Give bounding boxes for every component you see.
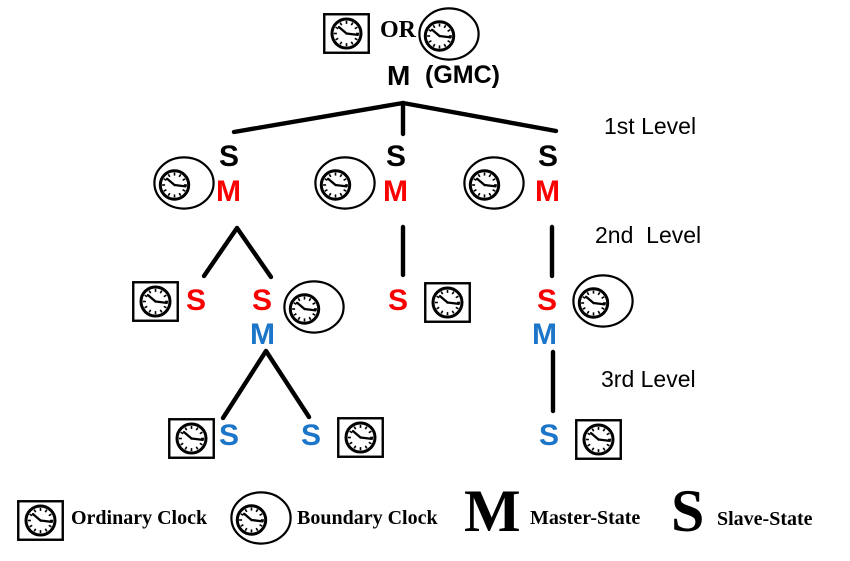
ordinary-clock-icon bbox=[575, 419, 622, 460]
slave-state-letter: S bbox=[388, 284, 409, 317]
master-state-letter: M bbox=[383, 175, 408, 208]
ordinary-clock-icon bbox=[337, 417, 384, 458]
slave-state-letter: S bbox=[219, 140, 240, 173]
boundary-clock-icon bbox=[283, 280, 345, 334]
gmc-master-state-letter: M bbox=[387, 60, 411, 91]
legend-boundary-clock-label: Boundary Clock bbox=[297, 507, 438, 529]
legend-slave-symbol: S bbox=[671, 478, 705, 544]
boundary-clock-icon bbox=[418, 7, 480, 61]
slave-state-letter: S bbox=[538, 140, 559, 173]
master-state-letter: M bbox=[250, 318, 275, 351]
boundary-clock-icon bbox=[153, 156, 215, 210]
ordinary-clock-icon bbox=[424, 282, 471, 323]
slave-state-letter: S bbox=[386, 140, 407, 173]
master-state-letter: M bbox=[532, 318, 557, 351]
level-1-label: 1st Level bbox=[604, 113, 697, 139]
ordinary-clock-icon bbox=[323, 13, 370, 54]
slave-state-letter: S bbox=[537, 284, 558, 317]
slave-state-letter: S bbox=[301, 419, 322, 452]
slave-state-letter: S bbox=[219, 419, 240, 452]
level-2-label: 2nd Level bbox=[595, 222, 702, 248]
boundary-clock-icon bbox=[463, 156, 525, 210]
legend-ordinary-clock-label: Ordinary Clock bbox=[71, 507, 208, 529]
slave-state-letter: S bbox=[186, 284, 207, 317]
ordinary-clock-icon bbox=[168, 418, 215, 459]
slave-state-letter: S bbox=[539, 419, 560, 452]
boundary-clock-icon bbox=[572, 274, 634, 328]
master-state-letter: M bbox=[535, 175, 560, 208]
level-3-label: 3rd Level bbox=[601, 366, 696, 392]
legend-master-state-label: Master-State bbox=[530, 507, 641, 529]
gmc-label: (GMC) bbox=[425, 61, 500, 89]
ordinary-clock-icon bbox=[132, 281, 179, 322]
slave-state-letter: S bbox=[252, 284, 273, 317]
ordinary-clock-icon bbox=[17, 500, 64, 541]
master-state-letter: M bbox=[216, 175, 241, 208]
boundary-clock-icon bbox=[230, 491, 292, 545]
boundary-clock-icon bbox=[314, 156, 376, 210]
legend-slave-state-label: Slave-State bbox=[717, 508, 813, 530]
legend-master-symbol: M bbox=[464, 478, 521, 544]
or-label: OR bbox=[380, 17, 416, 43]
